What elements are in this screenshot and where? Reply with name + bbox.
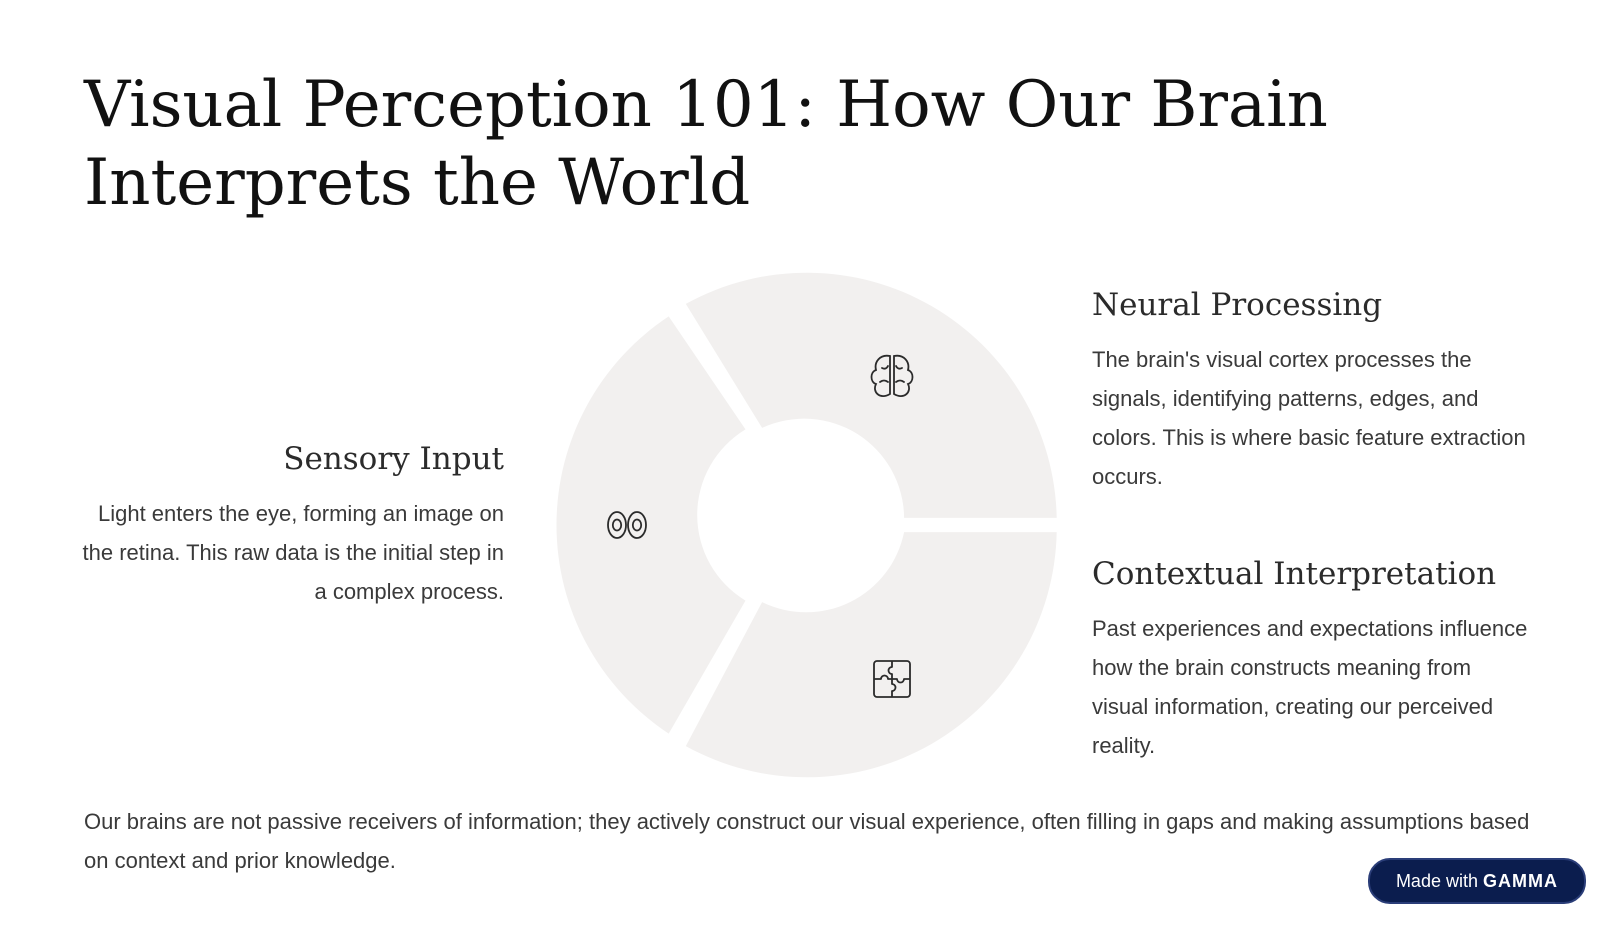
neural-processing-heading: Neural Processing xyxy=(1092,287,1383,323)
contextual-interpretation-text: Past experiences and expectations influe… xyxy=(1092,616,1528,758)
segment-context xyxy=(685,532,1057,778)
footer-summary: Our brains are not passive receivers of … xyxy=(84,809,1530,873)
made-with-gamma-badge[interactable]: Made with GAMMA xyxy=(1367,858,1586,904)
gamma-logo: GAMMA xyxy=(1483,871,1558,891)
brain-icon xyxy=(870,354,914,397)
sensory-input-heading: Sensory Input xyxy=(283,441,504,477)
neural-processing-text: The brain's visual cortex processes the … xyxy=(1092,347,1526,489)
segment-sensory xyxy=(556,316,746,734)
puzzle-icon xyxy=(873,660,911,698)
eyes-icon xyxy=(607,511,647,539)
contextual-interpretation-heading: Contextual Interpretation xyxy=(1092,556,1497,592)
badge-prefix: Made with xyxy=(1395,871,1478,891)
page-title: Visual Perception 101: How Our Brain Int… xyxy=(84,68,1328,220)
segment-neural xyxy=(685,272,1057,518)
sensory-input-text: Light enters the eye, forming an image o… xyxy=(82,501,504,604)
